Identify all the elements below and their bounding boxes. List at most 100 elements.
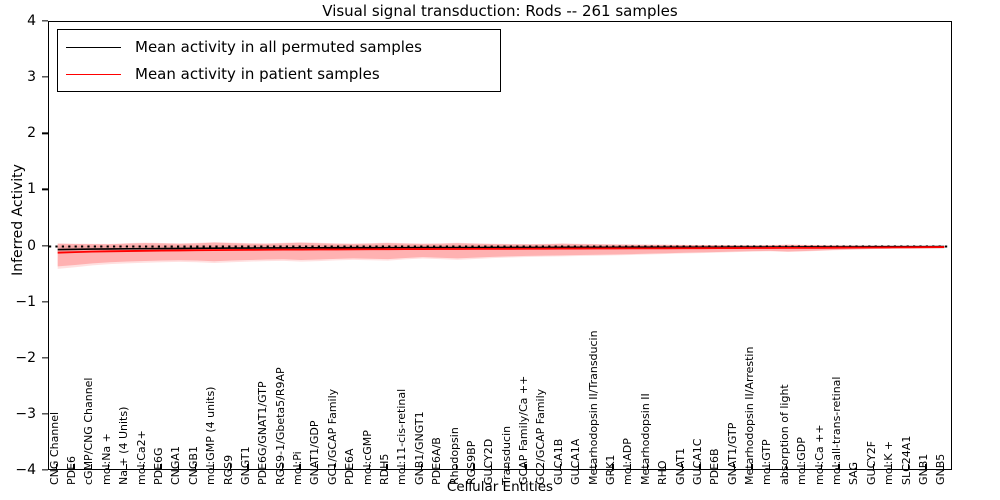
- x-tick-mark: [821, 464, 823, 470]
- chart-svg: [49, 242, 951, 269]
- x-tick-mark: [508, 464, 510, 470]
- x-tick-label: PDE6: [65, 455, 79, 485]
- x-tick-mark: [369, 464, 371, 470]
- x-tick-label: GNB5: [934, 453, 948, 485]
- x-tick-mark: [90, 464, 93, 470]
- x-tick-mark: [334, 464, 336, 470]
- y-tick-label: −3: [15, 405, 36, 422]
- x-tick-label: GUCA1A: [569, 438, 583, 485]
- x-tick-label: mol:11-cis-retinal: [395, 388, 409, 485]
- y-tick-mark: [42, 413, 48, 415]
- y-tick-mark: [42, 20, 48, 22]
- x-tick-mark: [855, 464, 857, 470]
- x-tick-label: absorption of light: [777, 384, 791, 485]
- legend-item-patient: Mean activity in patient samples: [66, 61, 492, 88]
- x-tick-mark: [647, 464, 649, 470]
- x-tick-mark: [73, 464, 75, 470]
- x-tick-mark: [299, 464, 301, 470]
- y-tick-label: −1: [15, 293, 36, 310]
- y-tick-label: 0: [27, 237, 36, 254]
- x-tick-mark: [942, 464, 944, 470]
- x-tick-label: mol:Na +: [99, 433, 113, 485]
- page-title: Visual signal transduction: Rods -- 261 …: [322, 2, 678, 20]
- legend-label-patient: Mean activity in patient samples: [135, 65, 380, 83]
- x-tick-label: GNB1: [916, 453, 930, 485]
- legend-swatch-patient: [66, 74, 121, 75]
- x-tick-label: mol:Ca2+: [134, 430, 148, 485]
- y-axis-label: Inferred Activity: [10, 164, 26, 276]
- x-tick-mark: [490, 464, 492, 470]
- plot-area: [48, 21, 952, 470]
- y-tick-label: 4: [27, 13, 36, 29]
- x-tick-mark: [438, 464, 440, 470]
- x-tick-mark: [595, 464, 597, 470]
- x-tick-mark: [786, 464, 788, 470]
- x-tick-label: mol:Pi: [291, 451, 305, 485]
- x-tick-label: CNGA1: [169, 446, 183, 485]
- x-tick-label: mol:GMP (4 units): [204, 386, 218, 485]
- x-tick-mark: [264, 464, 266, 470]
- x-tick-mark: [108, 464, 110, 470]
- x-tick-label: PDE6G: [152, 447, 165, 485]
- x-tick-mark: [577, 464, 579, 470]
- x-tick-label: GNAT1/GDP: [308, 420, 322, 485]
- x-tick-mark: [403, 464, 405, 470]
- legend-item-permuted: Mean activity in all permuted samples: [66, 34, 492, 61]
- y-tick-mark: [42, 469, 48, 471]
- y-tick-mark: [42, 244, 48, 247]
- patient-mean-line: [57, 246, 945, 254]
- x-tick-mark: [803, 464, 805, 470]
- x-tick-label: mol:GDP: [795, 437, 809, 485]
- x-tick-label: mol:ADP: [621, 438, 635, 485]
- x-tick-label: mol:Ca ++: [812, 424, 826, 485]
- x-tick-mark: [734, 464, 736, 470]
- x-tick-mark: [229, 464, 232, 470]
- x-tick-label: mol:cGMP: [360, 430, 374, 485]
- x-tick-label: PDE6A: [343, 448, 357, 485]
- x-tick-mark: [386, 464, 388, 470]
- x-axis-label: Cellular Entities: [446, 479, 554, 495]
- x-tick-label: Metarhodopsin II/Transducin: [586, 330, 600, 485]
- x-tick-mark: [751, 464, 753, 470]
- y-tick-label: −4: [15, 462, 36, 478]
- y-tick-mark: [42, 132, 48, 134]
- x-tick-mark: [716, 464, 718, 470]
- x-tick-mark: [56, 464, 58, 470]
- chart-legend: Mean activity in all permuted samples Me…: [57, 29, 501, 92]
- x-tick-label: cGMP/CNG Channel: [82, 377, 96, 486]
- x-tick-label: GRK1: [604, 454, 617, 485]
- x-tick-label: GC1/GCAP Family: [325, 388, 339, 485]
- x-tick-mark: [421, 464, 423, 470]
- x-tick-label: RDH5: [378, 453, 391, 485]
- x-tick-label: Metarhodopsin II/Arrestin: [743, 346, 757, 485]
- x-tick-label: PDE6B: [708, 448, 722, 485]
- x-tick-mark: [612, 464, 614, 470]
- x-tick-label: Metarhodopsin II: [638, 393, 652, 485]
- y-tick-mark: [42, 76, 48, 78]
- x-tick-mark: [681, 464, 684, 470]
- x-tick-mark: [699, 464, 701, 470]
- x-tick-mark: [560, 464, 562, 470]
- plot-canvas: [49, 22, 951, 469]
- x-tick-mark: [455, 464, 458, 470]
- x-tick-label: GUCY2D: [482, 438, 496, 485]
- x-tick-mark: [525, 464, 527, 470]
- x-tick-label: Transducin: [499, 425, 513, 485]
- x-tick-label: PDE6G/GNAT1/GTP: [256, 381, 270, 485]
- x-tick-mark: [890, 464, 892, 470]
- x-tick-mark: [664, 464, 666, 470]
- x-tick-label: SLC24A1: [899, 435, 913, 485]
- x-tick-mark: [351, 464, 353, 470]
- y-tick-label: 3: [27, 69, 36, 86]
- x-tick-mark: [473, 464, 475, 470]
- y-tick-label: −2: [15, 349, 36, 366]
- x-tick-label: GNAT1: [673, 447, 687, 485]
- x-tick-label: GUCA1B: [551, 438, 565, 485]
- x-tick-label: GNAT1/GTP: [725, 422, 739, 485]
- x-tick-mark: [768, 464, 771, 470]
- x-tick-label: GNB1/GNGT1: [412, 411, 426, 485]
- x-tick-mark: [542, 464, 545, 470]
- x-tick-label: GUCA1C: [690, 438, 704, 485]
- x-tick-label: CNGB1: [186, 446, 200, 485]
